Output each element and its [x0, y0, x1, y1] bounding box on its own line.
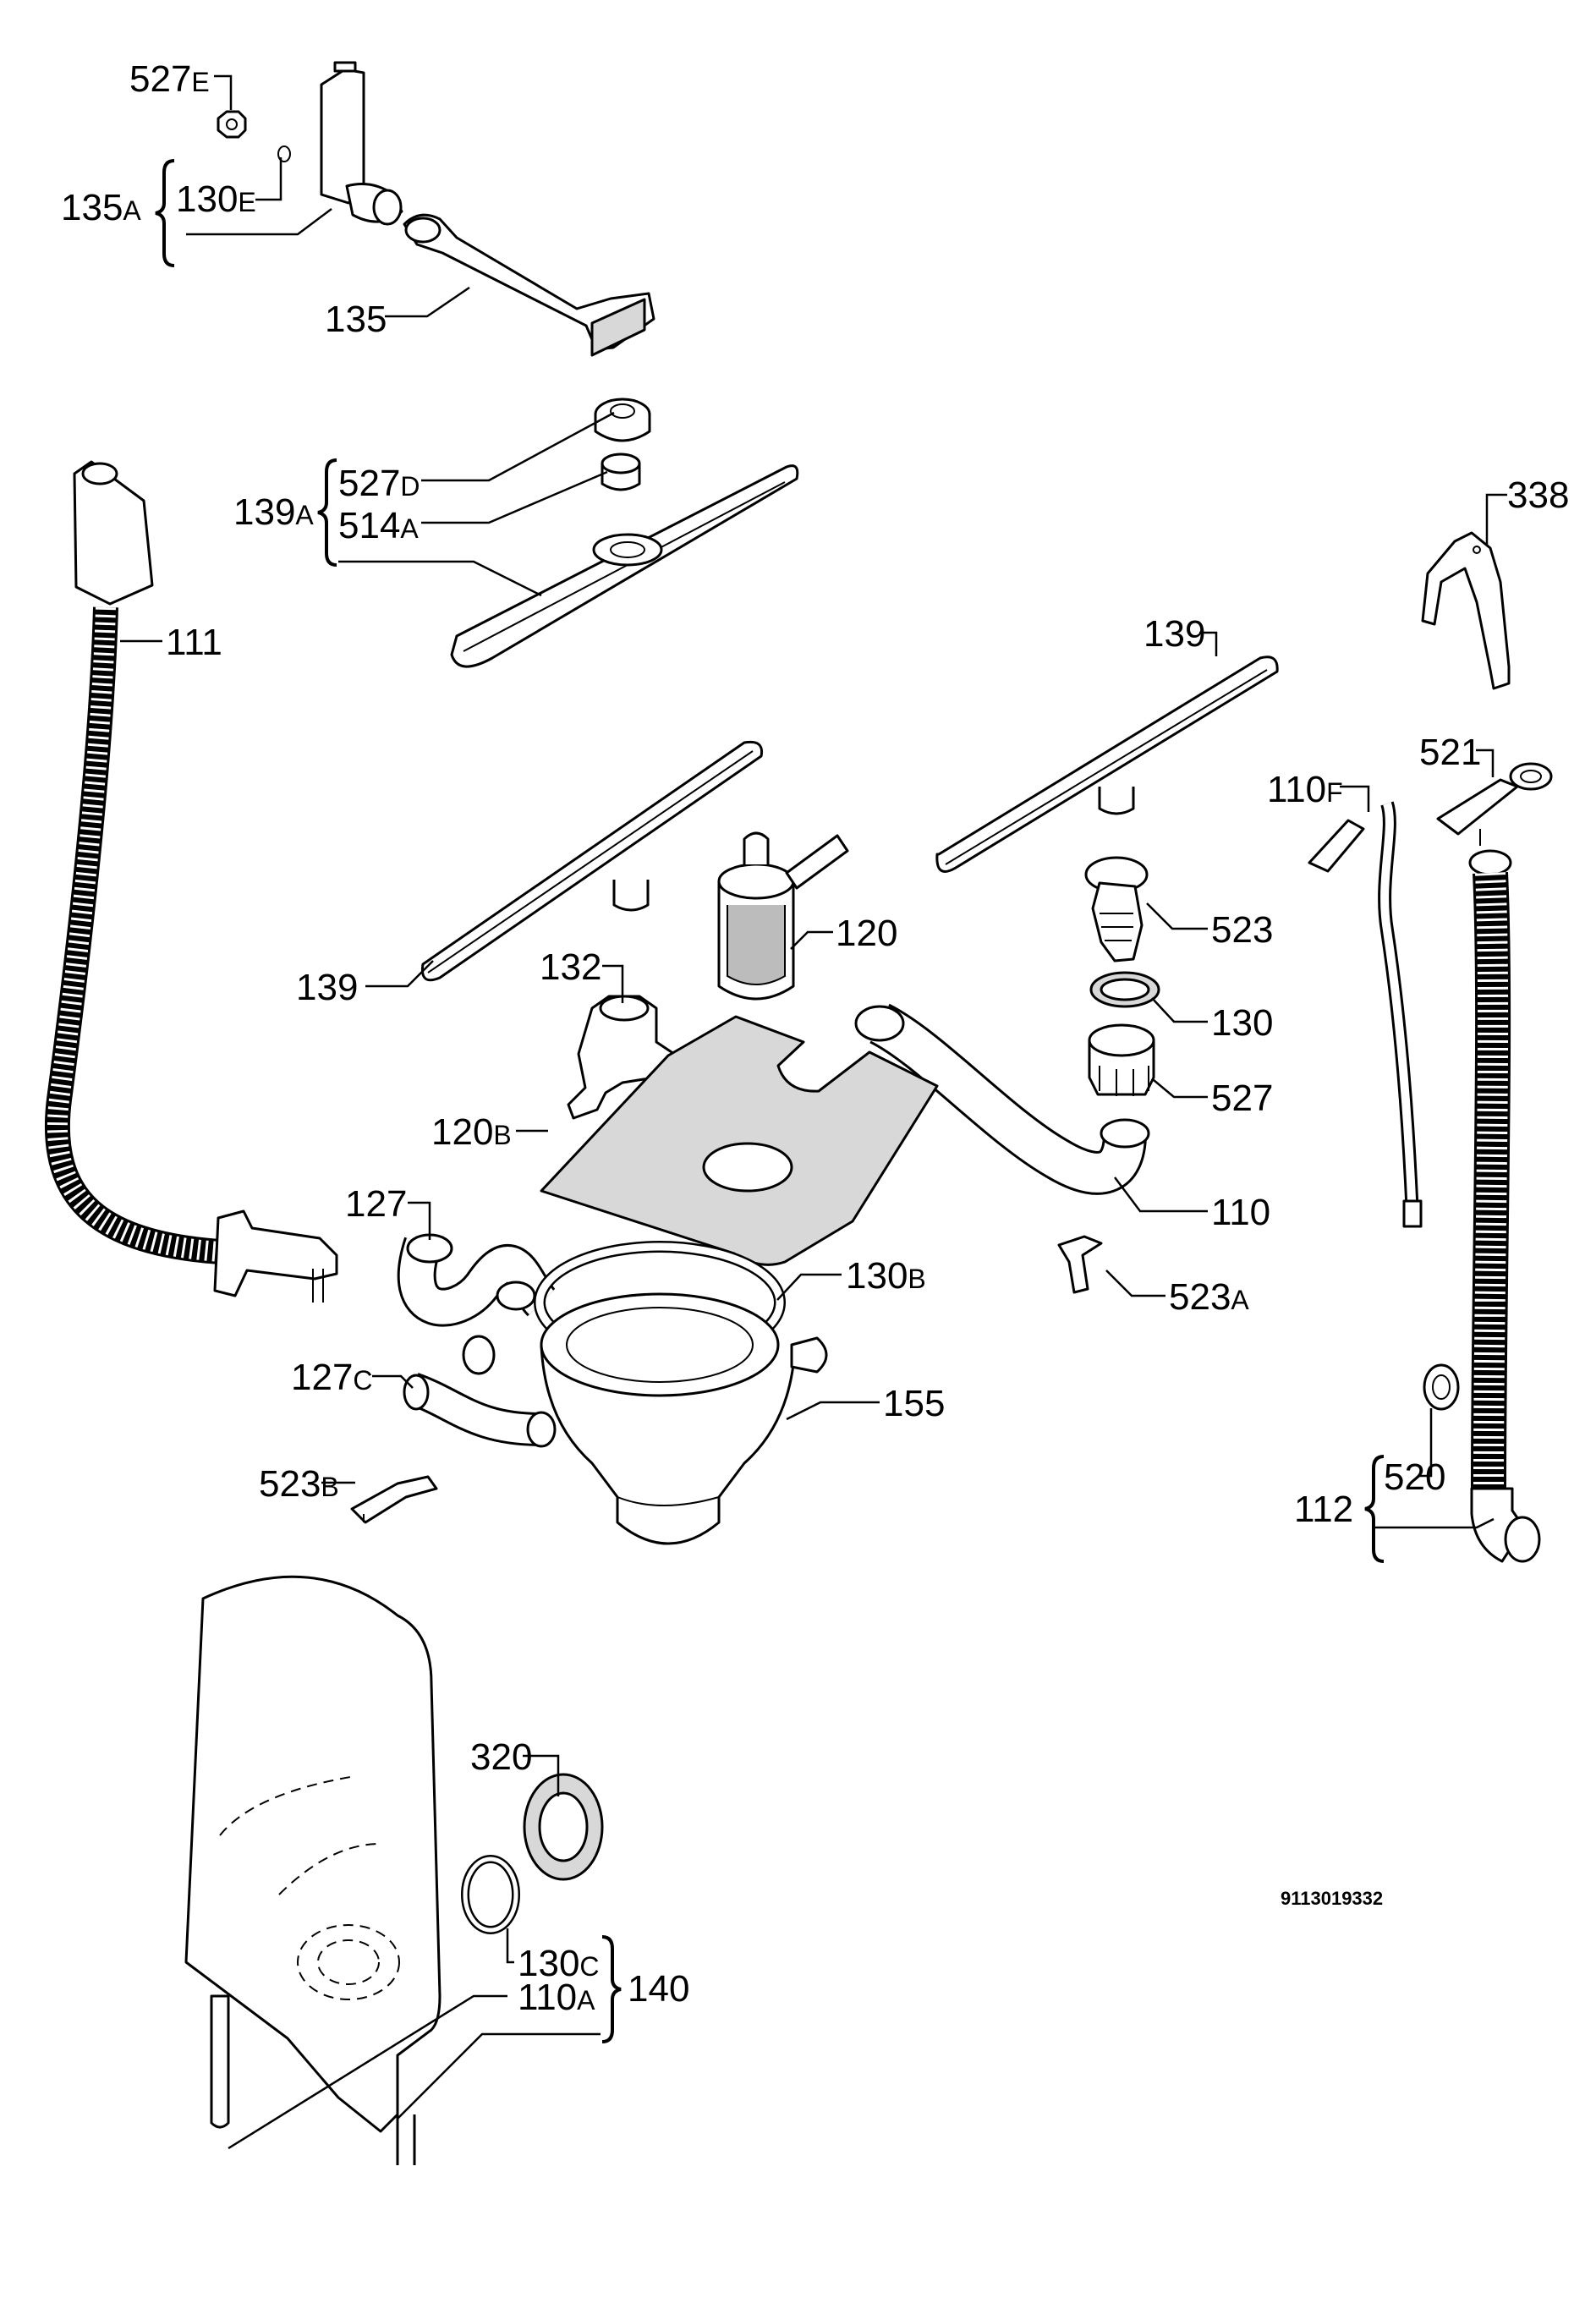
label-514a: 514A — [338, 505, 419, 546]
leader-lines — [120, 74, 1507, 2150]
part-127c-hose — [403, 1373, 557, 1448]
label-110: 110 — [1211, 1192, 1270, 1233]
part-155-sump — [540, 1292, 828, 1545]
part-527d-cap — [594, 398, 651, 442]
part-130c-oring — [461, 1855, 520, 1934]
part-135-feed-pipe — [403, 213, 655, 357]
label-155: 155 — [883, 1383, 945, 1424]
labels: 527E 130E 135A 135 527D 514A 139A 338 11… — [61, 58, 1569, 2018]
braces — [155, 159, 1385, 2043]
label-130: 130 — [1211, 1002, 1273, 1044]
part-140-housing — [184, 1575, 442, 2165]
part-527e-nut — [217, 110, 247, 139]
label-140: 140 — [628, 1968, 689, 2010]
label-120b: 120B — [431, 1111, 512, 1153]
part-130-seal — [1089, 971, 1160, 1008]
label-527d: 527D — [338, 463, 420, 504]
label-139-right: 139 — [1144, 613, 1205, 655]
label-523b: 523B — [259, 1463, 339, 1505]
label-112: 112 — [1294, 1489, 1353, 1530]
part-320-seal — [523, 1773, 604, 1881]
part-132-valve — [567, 995, 683, 1120]
part-112-drain-hose — [1468, 849, 1541, 1563]
label-132: 132 — [540, 946, 601, 988]
part-110f-thin-hose — [1308, 801, 1423, 1228]
label-130c: 130C — [518, 1943, 600, 1984]
part-521-clamp — [1436, 762, 1553, 846]
label-135: 135 — [325, 299, 387, 340]
label-110f: 110F — [1267, 769, 1343, 810]
part-135a-connector — [320, 61, 403, 226]
part-139a-upper-spray-arm — [450, 464, 799, 668]
label-130b: 130B — [846, 1255, 926, 1297]
label-120: 120 — [836, 913, 897, 954]
label-110a: 110A — [518, 1977, 595, 2018]
label-521: 521 — [1419, 732, 1481, 773]
part-111-inlet-hose — [44, 460, 338, 1303]
part-130e-oring — [277, 145, 291, 162]
drawing-code: 9113019332 — [1281, 1888, 1383, 1909]
part-523a-clip — [1057, 1235, 1103, 1294]
label-523: 523 — [1211, 909, 1273, 951]
part-520-clip — [1423, 1363, 1460, 1411]
label-139-left: 139 — [296, 967, 358, 1008]
part-527-nut — [1088, 1023, 1155, 1096]
part-127-hose — [397, 1233, 557, 1375]
label-523a: 523A — [1169, 1276, 1249, 1318]
label-520: 520 — [1384, 1456, 1445, 1498]
part-523b-bracket — [350, 1475, 438, 1524]
label-130e: 130E — [176, 178, 256, 220]
label-111: 111 — [166, 622, 222, 663]
part-139-lower-spray-arm-left — [420, 740, 764, 982]
part-110-outlet-hose — [854, 1003, 1150, 1195]
label-320: 320 — [470, 1736, 532, 1778]
part-338-bracket — [1421, 531, 1511, 690]
label-127c: 127C — [291, 1357, 373, 1398]
label-127: 127 — [345, 1183, 407, 1225]
part-139-lower-spray-arm-right — [935, 655, 1279, 873]
part-120b-flat-filter — [540, 1015, 939, 1266]
part-514a-bearing — [601, 452, 641, 491]
label-135a: 135A — [61, 187, 141, 228]
part-523-fitting — [1084, 856, 1149, 963]
part-120-filter — [717, 831, 849, 1001]
label-527e: 527E — [129, 58, 210, 100]
label-527: 527 — [1211, 1078, 1273, 1119]
label-139a: 139A — [233, 491, 314, 533]
label-338: 338 — [1507, 474, 1569, 516]
